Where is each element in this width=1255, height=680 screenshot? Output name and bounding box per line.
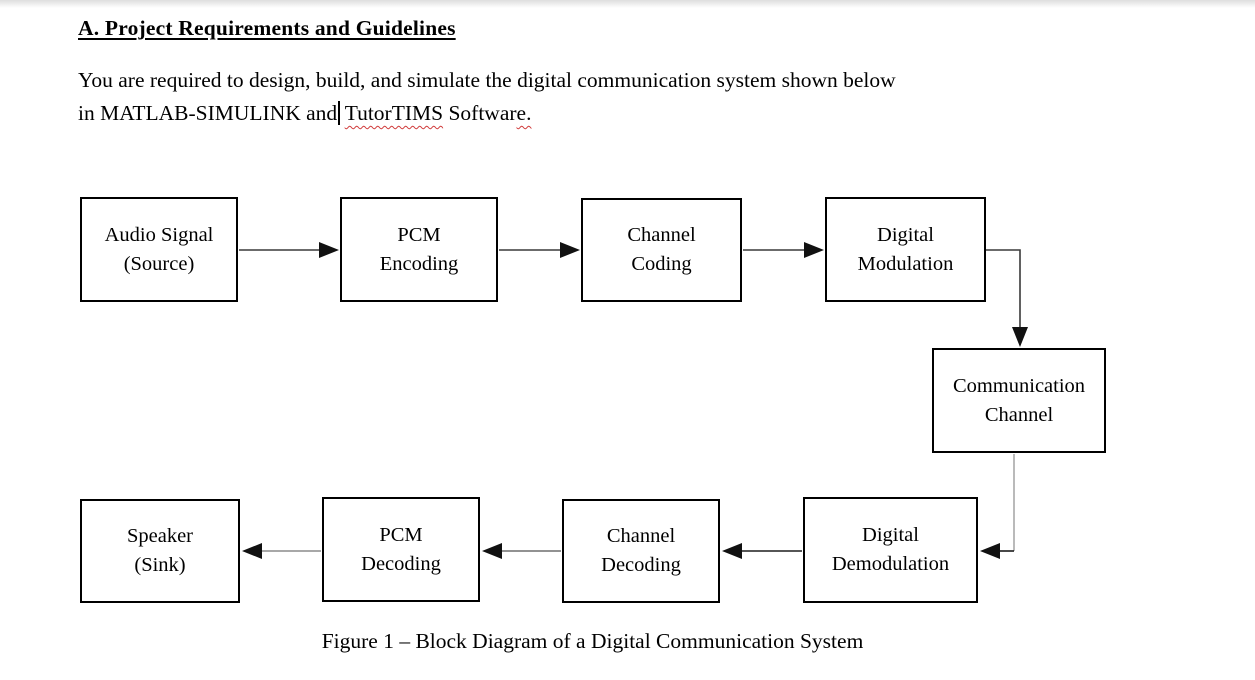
arrowhead-left-icon [482,543,502,559]
arrowhead-left-icon [980,543,1000,559]
arrow-pcm-decoding-to-speaker [242,543,321,559]
block-pcm-encoding: PCM Encoding [340,197,498,302]
block-label-line: Channel [627,224,696,246]
arrow-channel-decoding-to-pcm-decoding [482,543,561,559]
block-label-line: Speaker [126,525,194,547]
block-digital-modulation: Digital Modulation [825,197,986,302]
figure-caption[interactable]: Figure 1 – Block Diagram of a Digital Co… [321,629,864,653]
block-label-line: Decoding [361,552,441,575]
arrowhead-right-icon [804,242,824,258]
spellcheck-marked-end: e. [516,101,532,125]
block-audio-signal-source: Audio Signal (Source) [80,197,238,302]
block-label-line: Digital [862,524,919,546]
arrowhead-left-icon [722,543,742,559]
arrow-pcm-encoding-to-channel-coding [499,242,580,258]
block-label-line: Communication [952,374,1086,397]
misspelled-word: TutorTIMS [344,101,444,125]
paragraph-line-2-text: in MATLAB-SIMULINK and [78,101,338,125]
arrowhead-down-icon [1012,327,1028,347]
block-label-line: (Sink) [134,554,186,576]
arrow-digital-demodulation-to-channel-decoding [722,543,802,559]
arrowhead-right-icon [560,242,580,258]
block-label-line: Decoding [601,554,681,576]
block-diagram-figure[interactable]: Audio Signal (Source) PCM Encoding Chann… [0,180,1255,620]
paragraph-line-2[interactable]: in MATLAB-SIMULINK and TutorTIMS Softwar… [78,97,1138,130]
connector-line [986,249,1021,330]
block-channel-coding: Channel Coding [581,198,742,302]
block-label-line: Channel [606,525,676,547]
block-label-line: Channel [984,403,1054,426]
paragraph-line-2-tail: Softwar [443,101,517,125]
block-channel-decoding: Channel Decoding [562,499,720,603]
block-label-line: Modulation [857,252,954,275]
section-heading[interactable]: A. Project Requirements and Guidelines [78,16,456,40]
block-pcm-decoding: PCM Decoding [322,497,480,602]
body-paragraph[interactable]: You are required to design, build, and s… [78,64,1138,130]
block-label-line: Digital [877,223,934,246]
arrow-digital-modulation-to-communication-channel [986,249,1028,347]
block-label-line: PCM [379,523,423,546]
block-label-line: Coding [631,253,692,275]
arrow-channel-coding-to-digital-modulation [743,242,824,258]
block-communication-channel: Communication Channel [932,348,1106,453]
arrowhead-right-icon [319,242,339,258]
arrow-audio-to-pcm-encoding [239,242,339,258]
block-label-line: PCM [397,223,441,246]
arrow-communication-channel-to-digital-demodulation [980,454,1015,559]
text-caret [338,101,340,125]
block-digital-demodulation: Digital Demodulation [803,497,978,603]
arrowhead-left-icon [242,543,262,559]
paragraph-line-1[interactable]: You are required to design, build, and s… [78,68,896,92]
window-top-shadow [0,0,1255,8]
block-speaker-sink: Speaker (Sink) [80,499,240,603]
block-label-line: (Source) [123,252,195,275]
block-label-line: Audio Signal [104,223,214,246]
block-label-line: Demodulation [831,553,950,575]
block-label-line: Encoding [379,252,459,275]
